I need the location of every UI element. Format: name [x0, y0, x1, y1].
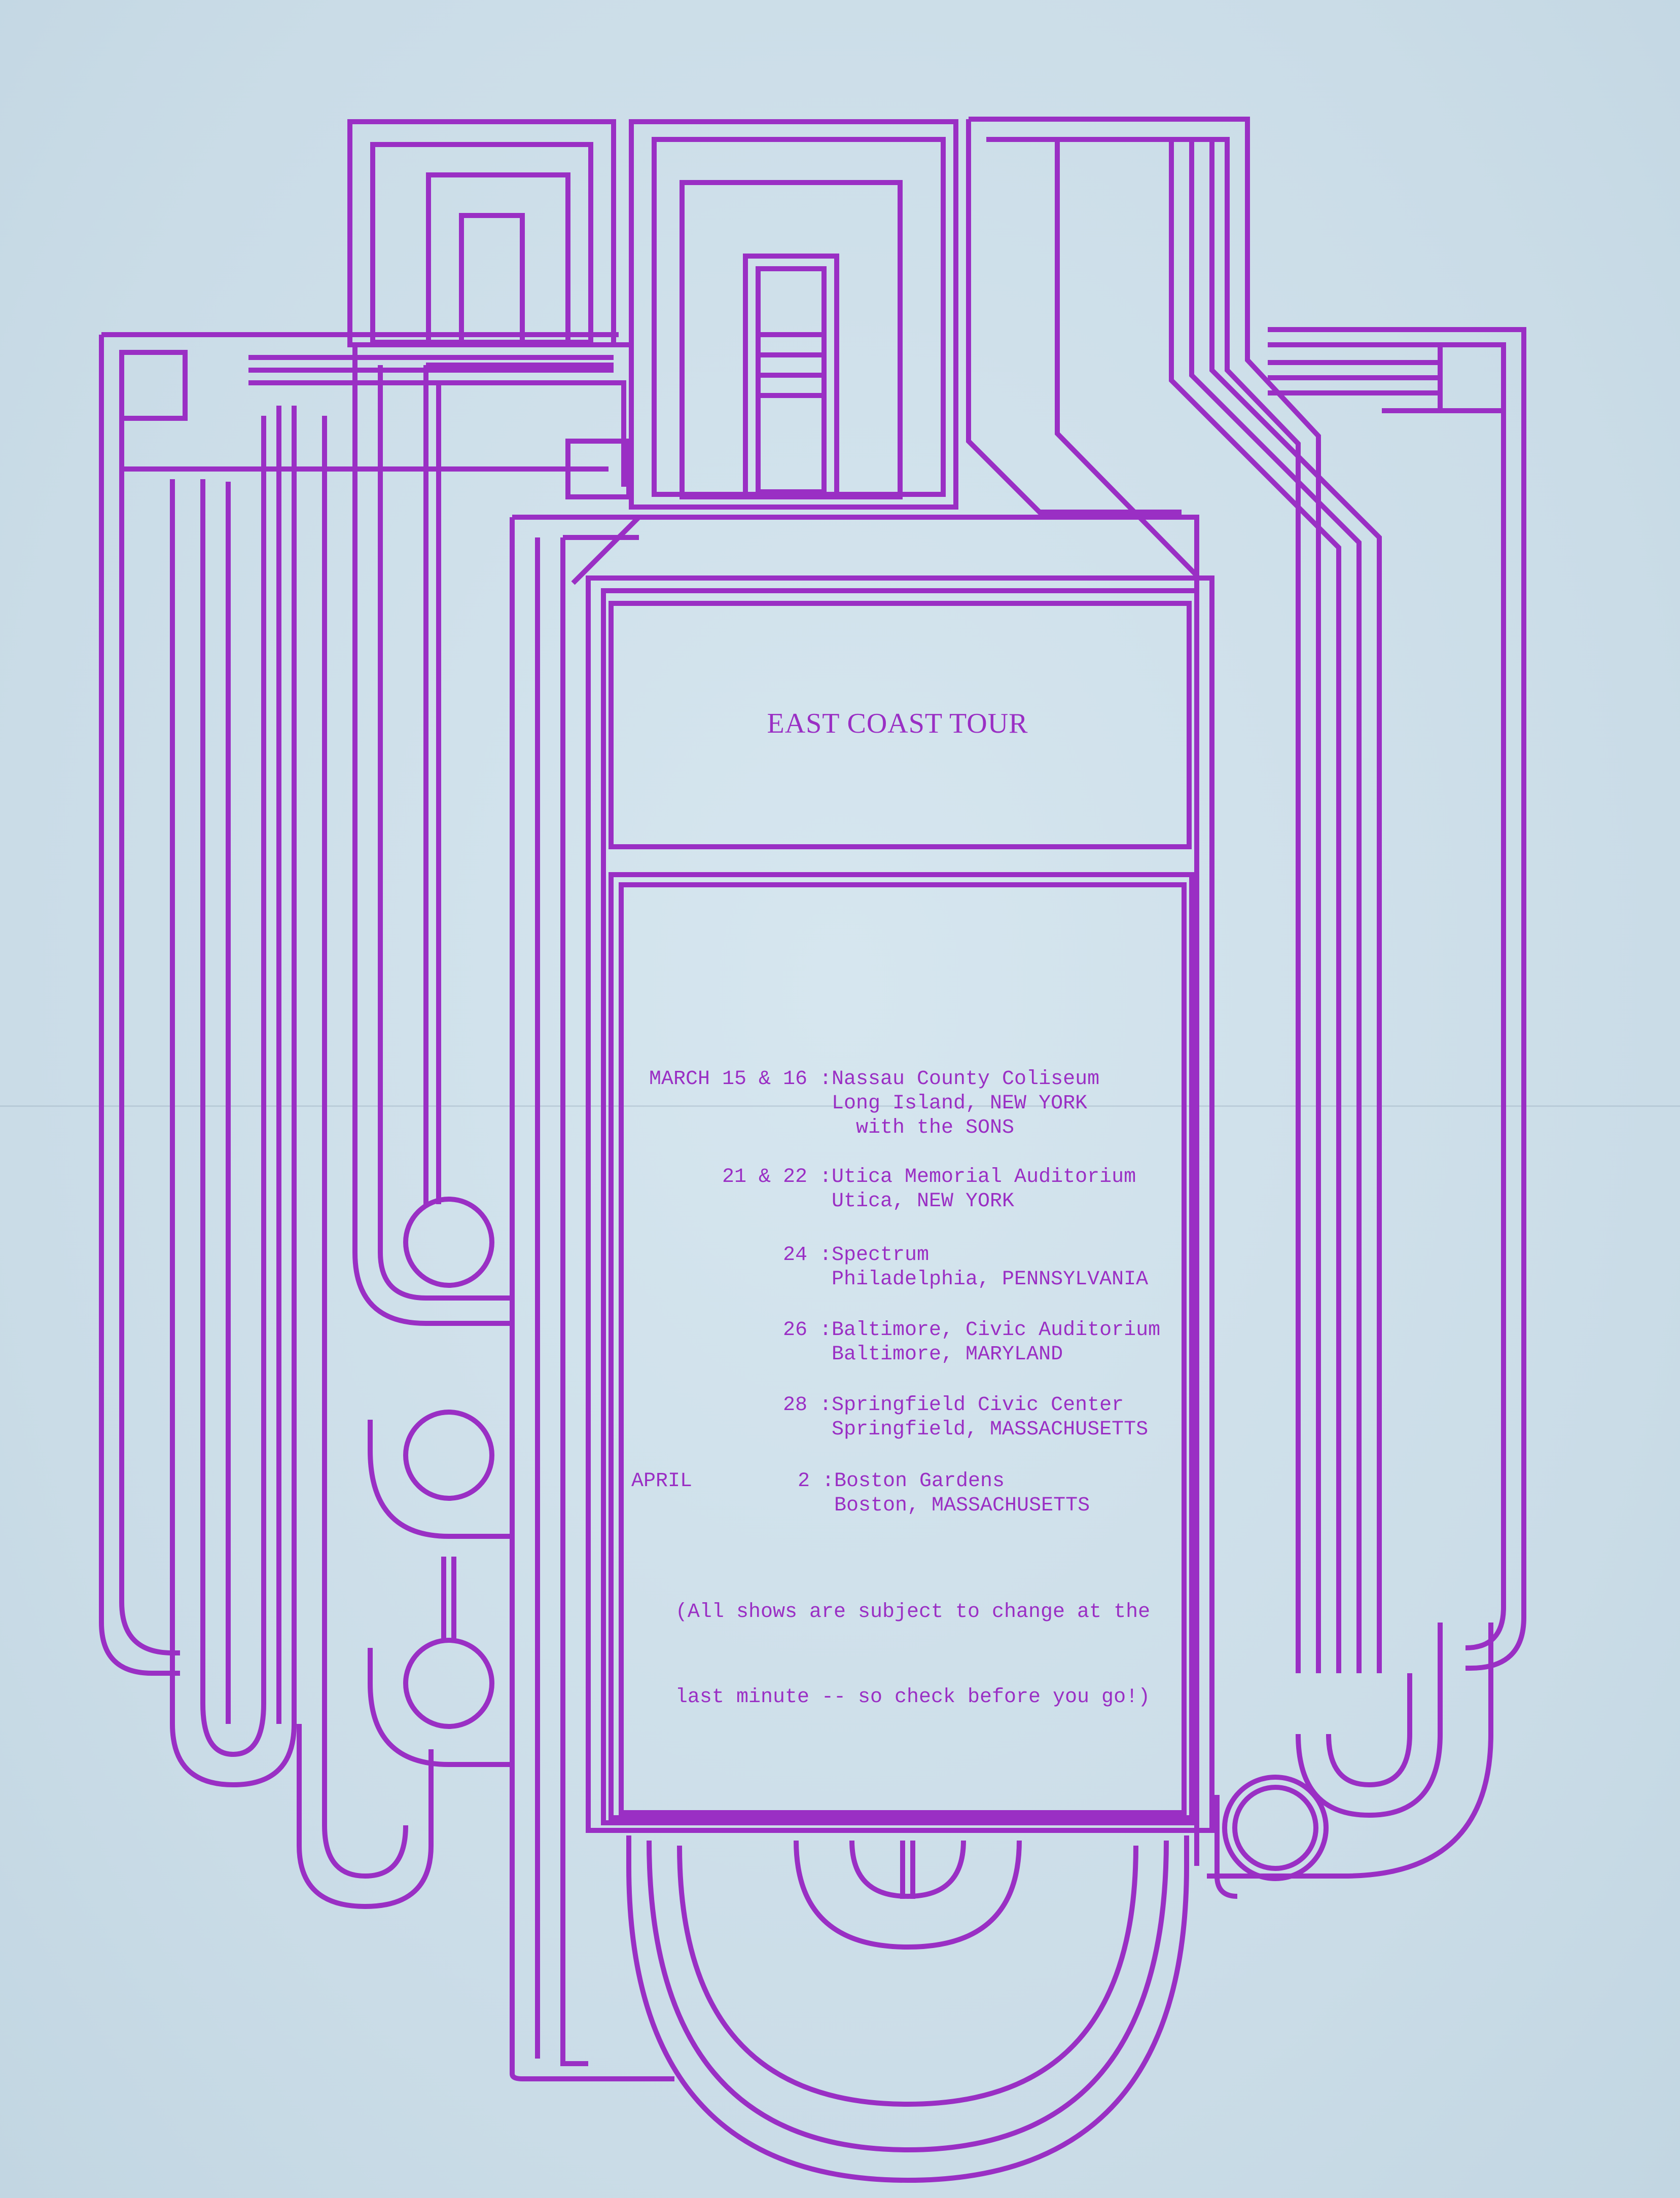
schedule-month: APRIL [631, 1470, 693, 1493]
schedule-row: APRIL 2 : Boston Gardens Boston, MASSACH… [631, 1469, 1090, 1615]
city-line: Boston, MASSACHUSETTS [834, 1494, 1090, 1517]
city-line: Philadelphia, PENNSYLVANIA [832, 1268, 1149, 1291]
schedule-panel-box [609, 872, 1194, 1820]
schedule-date: 21 & 22 : [722, 1166, 832, 1188]
schedule-date: 28 : [782, 1394, 832, 1417]
city-line: Long Island, NEW YORK [832, 1092, 1088, 1115]
venue-line: Boston Gardens [834, 1470, 1005, 1493]
schedule-row: 24 : Spectrum Philadelphia, PENNSYLVANIA [629, 1243, 1148, 1365]
venue-line: Springfield Civic Center [832, 1394, 1124, 1417]
tour-title: EAST COAST TOUR [767, 708, 1028, 739]
venue-line: Spectrum [832, 1244, 930, 1267]
title-panel-box [609, 601, 1192, 849]
note-line: with the SONS [832, 1116, 1015, 1139]
venue-line: Nassau County Coliseum [832, 1068, 1100, 1091]
top-left-tower-outer [347, 119, 616, 347]
city-line: Springfield, MASSACHUSETTS [832, 1418, 1149, 1441]
disclaimer-line: (All shows are subject to change at the [675, 1601, 1151, 1624]
schedule-date: 26 : [782, 1319, 832, 1342]
venue-line: Utica Memorial Auditorium [832, 1166, 1136, 1188]
paper-fold-crease [0, 1105, 1680, 1107]
schedule-date: MARCH 15 & 16 : [649, 1068, 832, 1091]
city-line: Utica, NEW YORK [832, 1190, 1015, 1213]
schedule-row: 21 & 22 : Utica Memorial Auditorium Utic… [629, 1165, 1136, 1287]
schedule-row: MARCH 15 & 16 : Nassau County Coliseum L… [629, 1067, 1099, 1213]
schedule-row: 26 : Baltimore, Civic Auditorium Baltimo… [629, 1318, 1160, 1440]
disclaimer-note: (All shows are subject to change at the … [619, 1541, 1207, 1769]
schedule-date: 24 : [782, 1244, 832, 1267]
city-line: Baltimore, MARYLAND [832, 1343, 1063, 1366]
schedule-row: 28 : Springfield Civic Center Springfiel… [629, 1393, 1148, 1515]
venue-line: Baltimore, Civic Auditorium [832, 1319, 1161, 1342]
disclaimer-line: last minute -- so check before you go!) [675, 1686, 1151, 1709]
schedule-date: 2 : [797, 1470, 834, 1493]
